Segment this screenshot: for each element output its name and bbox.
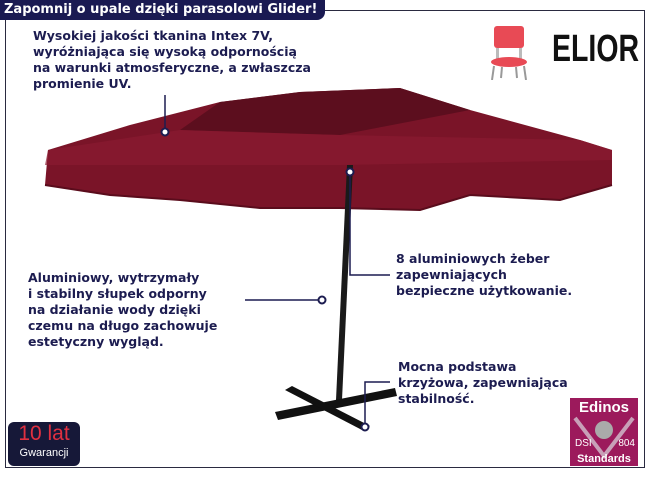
canopy [44,88,613,212]
callout-dots [160,127,370,432]
cert-number: 804 [618,438,635,449]
pole [336,165,353,400]
cross-base [275,386,397,430]
brand-logo: ELIOR [552,28,640,70]
warranty-badge: 10 lat Gwarancji [8,422,80,466]
callout-fabric: Wysokiej jakości tkanina Intex 7V, wyróż… [33,28,311,91]
certification-badge: Edinos DSI 804 Standards [570,398,638,466]
warranty-years: 10 lat [18,422,70,445]
callout-ribs: 8 aluminiowych żeber zapewniających bezp… [396,251,573,298]
callout-base: Mocna podstawa krzyżowa, zapewniająca st… [398,359,568,406]
warranty-label: Gwarancji [19,447,69,459]
certification-v-icon [573,416,635,460]
callout-lines [164,95,390,423]
cert-brand: Edinos [578,399,629,416]
header-title: Zapomnij o upale dzięki parasolowi Glide… [0,0,326,20]
cert-dsi: DSI [575,438,592,449]
callout-pole: Aluminiowy, wytrzymały i stabilny słupek… [28,270,218,349]
chair-icon [491,26,527,80]
cert-label: Standards [577,453,631,465]
